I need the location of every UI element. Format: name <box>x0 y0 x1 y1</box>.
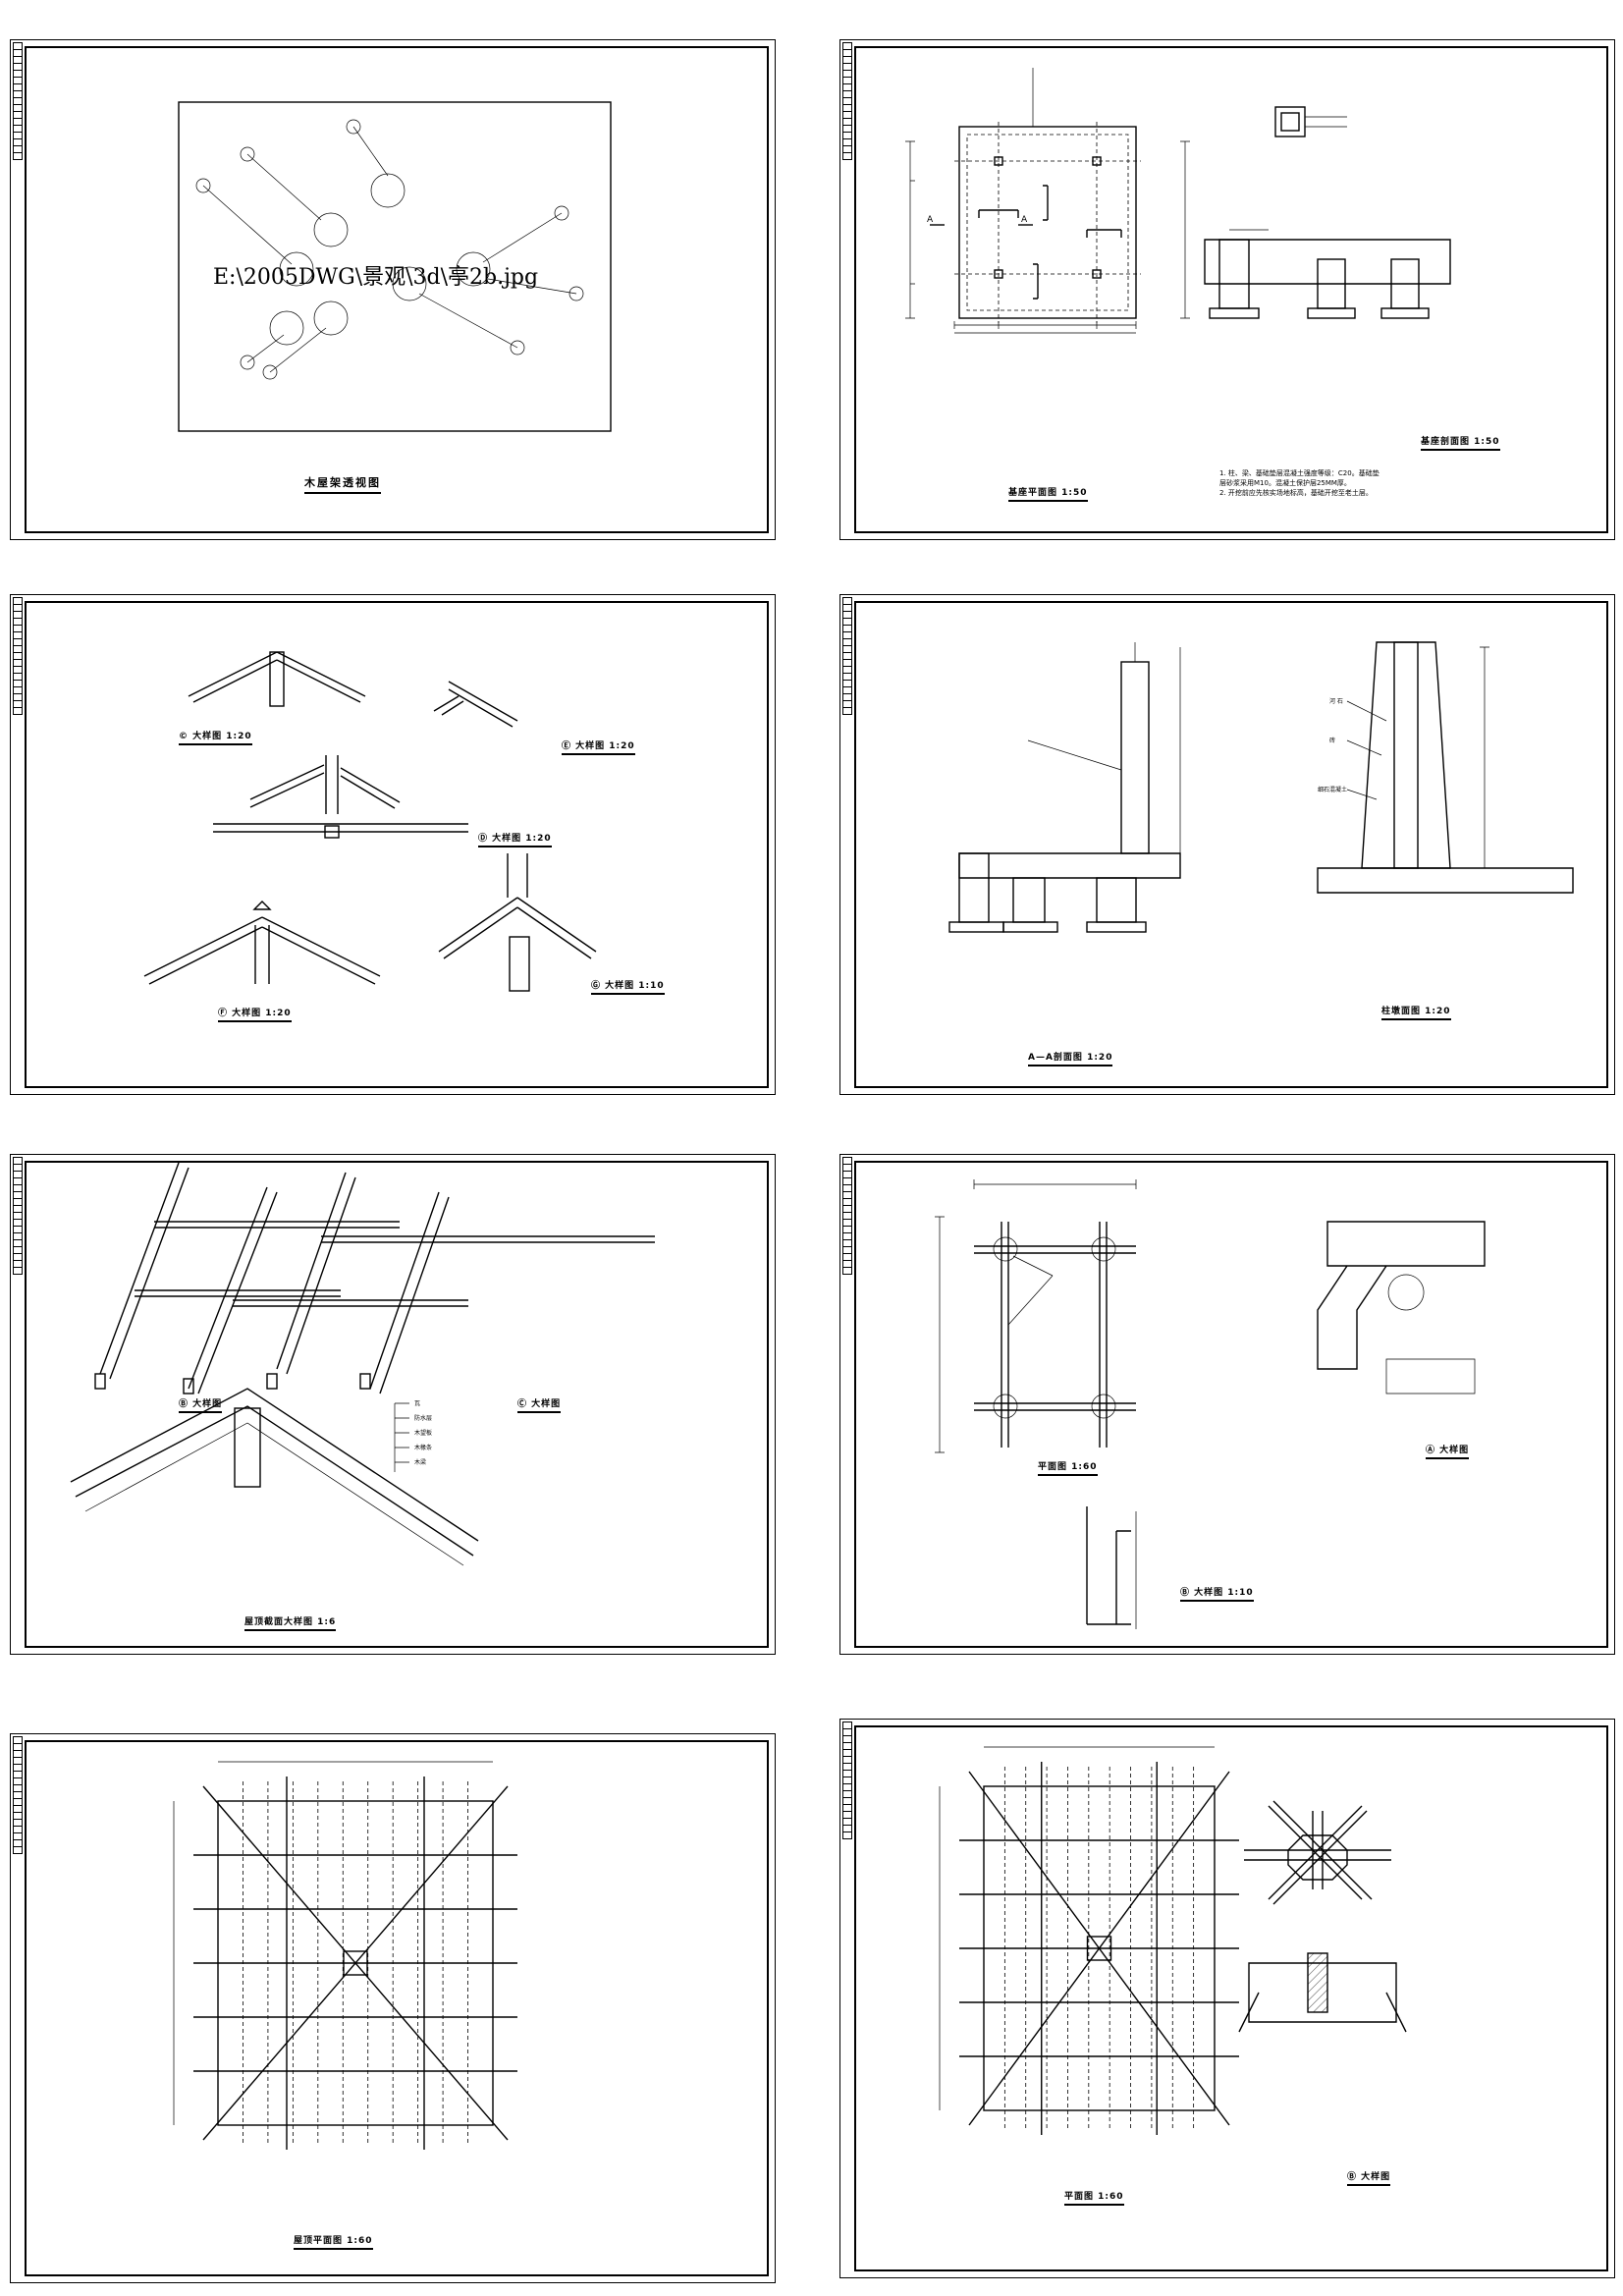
detail-b-label: Ⓑ 大样图 <box>1347 2169 1391 2186</box>
framing-plan-label: 平面图 1:60 <box>1064 2189 1124 2206</box>
section-mark-left: A <box>927 215 934 225</box>
drawing-frame: 屋顶平面图 1:60 <box>25 1740 769 2276</box>
detail-e-label: Ⓔ 大样图 1:20 <box>562 738 635 755</box>
drawing-frame: 河 石 砖 细石混凝土 A—A剖面图 1:20 柱墩面图 1:20 <box>854 601 1608 1088</box>
note-line: 1. 柱、梁、基础垫层混凝土强度等级：C20。基础垫 <box>1219 469 1380 477</box>
layer-tile: 瓦 <box>414 1400 421 1407</box>
section-aa-label: A—A剖面图 1:20 <box>1028 1050 1113 1066</box>
detail-b-label: Ⓑ 大样图 <box>179 1396 223 1413</box>
layer-rafter: 木椽条 <box>414 1445 433 1451</box>
perspective-frame <box>178 101 612 432</box>
callout-brick: 砖 <box>1329 738 1336 744</box>
detail-b-label: Ⓑ 大样图 1:10 <box>1180 1585 1254 1602</box>
column-plan-details <box>935 1179 1486 1629</box>
drawing-frame: 平面图 1:60 Ⓐ 大样图 Ⓑ 大样图 1:10 <box>854 1161 1608 1648</box>
drawing-frame: E:\2005DWG\景观\3d\亭2b.jpg 木屋架透视图 <box>25 46 769 533</box>
foundation-plan-title: 基座平面图 1:50 <box>1008 485 1088 502</box>
detail-g-label: Ⓖ 大样图 1:10 <box>591 978 665 995</box>
title-strip <box>13 1736 23 1854</box>
foundation-drawings <box>905 68 1451 334</box>
drawing-frame: Ⓑ 大样图 Ⓒ 大样图 屋顶截面大样图 1:6 瓦 防水层 木望板 木椽条 木梁 <box>25 1161 769 1648</box>
title-strip <box>13 1157 23 1275</box>
callout-concrete: 细石混凝土 <box>1318 787 1348 793</box>
drawing-frame: © 大样图 1:20 Ⓔ 大样图 1:20 Ⓓ 大样图 1:20 Ⓕ 大样图 1… <box>25 601 769 1088</box>
sheet-4: 河 石 砖 细石混凝土 A—A剖面图 1:20 柱墩面图 1:20 <box>839 594 1615 1095</box>
detail-c-label: © 大样图 1:20 <box>179 729 252 745</box>
joint-details <box>143 651 597 992</box>
title-strip <box>842 597 852 715</box>
sheet-1: E:\2005DWG\景观\3d\亭2b.jpg 木屋架透视图 <box>10 39 776 540</box>
callout-stone: 河 石 <box>1329 698 1343 705</box>
title-strip <box>13 597 23 715</box>
title-strip <box>842 1722 852 1839</box>
construction-notes: 1. 柱、梁、基础垫层混凝土强度等级：C20。基础垫 层砂浆采用M10。混凝土保… <box>1219 468 1416 498</box>
roof-details <box>70 1162 655 1566</box>
framing-plan <box>939 1746 1407 2135</box>
image-path-text: E:\2005DWG\景观\3d\亭2b.jpg <box>213 265 539 290</box>
detail-c-label: Ⓒ 大样图 <box>517 1396 562 1413</box>
note-line: 层砂浆采用M10。混凝土保护层25MM厚。 <box>1219 479 1351 487</box>
title-strip <box>842 42 852 160</box>
foundation-section-title: 基座剖面图 1:50 <box>1421 434 1500 451</box>
roof-plan <box>173 1761 517 2150</box>
sheet-8: 平面图 1:60 Ⓑ 大样图 <box>839 1719 1615 2278</box>
detail-f-label: Ⓕ 大样图 1:20 <box>218 1006 292 1022</box>
layer-board: 木望板 <box>414 1430 433 1437</box>
sheet-6: 平面图 1:60 Ⓐ 大样图 Ⓑ 大样图 1:10 <box>839 1154 1615 1655</box>
drawing-frame: A A 基座平面图 1:50 基座剖面图 1:50 1. 柱、梁、基础垫层混凝土… <box>854 46 1608 533</box>
title-strip <box>842 1157 852 1275</box>
detail-a-label: Ⓐ 大样图 <box>1426 1443 1470 1459</box>
section-drawings <box>948 641 1574 933</box>
pier-section-label: 柱墩面图 1:20 <box>1381 1004 1451 1020</box>
title-strip <box>13 42 23 160</box>
sheet-3: © 大样图 1:20 Ⓔ 大样图 1:20 Ⓓ 大样图 1:20 Ⓕ 大样图 1… <box>10 594 776 1095</box>
roof-section-label: 屋顶截面大样图 1:6 <box>244 1614 337 1631</box>
layer-waterproof: 防水层 <box>414 1415 433 1422</box>
sheet-1-title: 木屋架透视图 <box>304 474 381 494</box>
note-line: 2. 开挖前应先核实场地标高，基础开挖至老土层。 <box>1219 489 1373 497</box>
section-mark-right: A <box>1021 215 1028 225</box>
roof-plan-label: 屋顶平面图 1:60 <box>294 2233 373 2250</box>
sheet-2: A A 基座平面图 1:50 基座剖面图 1:50 1. 柱、梁、基础垫层混凝土… <box>839 39 1615 540</box>
column-plan-label: 平面图 1:60 <box>1038 1459 1098 1476</box>
layer-beam: 木梁 <box>414 1459 427 1466</box>
detail-d-label: Ⓓ 大样图 1:20 <box>478 831 552 847</box>
sheet-5: Ⓑ 大样图 Ⓒ 大样图 屋顶截面大样图 1:6 瓦 防水层 木望板 木椽条 木梁 <box>10 1154 776 1655</box>
sheet-7: 屋顶平面图 1:60 <box>10 1733 776 2283</box>
drawing-frame: 平面图 1:60 Ⓑ 大样图 <box>854 1725 1608 2271</box>
